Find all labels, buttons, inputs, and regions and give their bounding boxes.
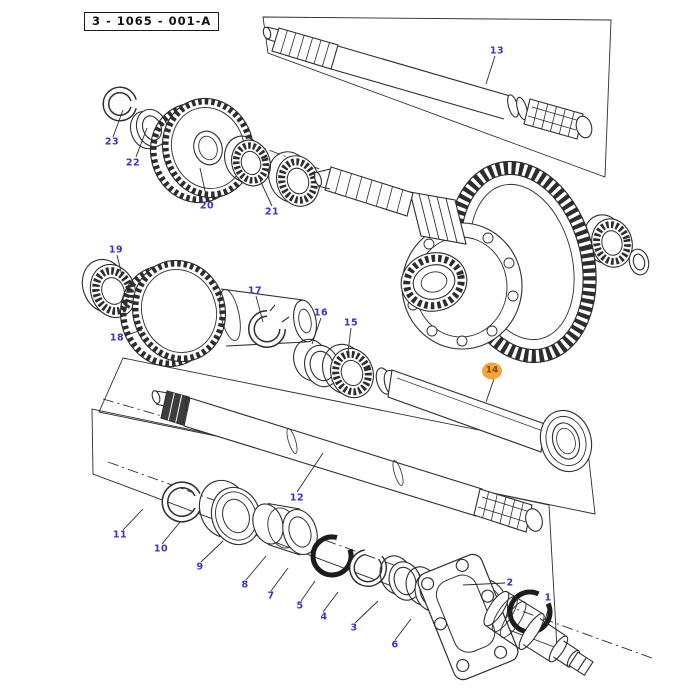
- part-label-6[interactable]: 6: [391, 639, 399, 651]
- drawing-reference-box: 3 - 1065 - 001-A: [84, 12, 220, 31]
- axle-tube-14: [375, 367, 593, 473]
- part-label-14-highlighted[interactable]: 14: [482, 362, 502, 380]
- part-label-16[interactable]: 16: [313, 307, 329, 319]
- part-label-3[interactable]: 3: [350, 622, 358, 634]
- part-label-8[interactable]: 8: [241, 579, 249, 591]
- gasket-plate-2: [417, 553, 519, 681]
- part-label-18[interactable]: 18: [109, 332, 125, 344]
- part-label-17[interactable]: 17: [247, 285, 263, 297]
- part-label-5[interactable]: 5: [296, 600, 304, 612]
- pump-assembly-1: [483, 590, 594, 677]
- part-label-23[interactable]: 23: [104, 136, 120, 148]
- part-label-7[interactable]: 7: [267, 590, 275, 602]
- part-label-19[interactable]: 19: [108, 244, 124, 256]
- part-label-4[interactable]: 4: [320, 611, 328, 623]
- part-label-11[interactable]: 11: [112, 529, 128, 541]
- part-label-13[interactable]: 13: [489, 45, 505, 57]
- part-label-20[interactable]: 20: [199, 200, 215, 212]
- leader-lines: [112, 55, 551, 641]
- part-label-15[interactable]: 15: [343, 317, 359, 329]
- part-label-22[interactable]: 22: [125, 157, 141, 169]
- part-label-2[interactable]: 2: [506, 577, 514, 589]
- differential-assembly: [313, 160, 650, 364]
- part-label-10[interactable]: 10: [153, 543, 169, 555]
- input-shaft-13: [262, 26, 593, 140]
- lower-gear-group: [81, 258, 374, 399]
- part-label-9[interactable]: 9: [196, 561, 204, 573]
- part-label-21[interactable]: 21: [264, 206, 280, 218]
- upper-gear-group: [102, 86, 321, 207]
- part-label-1[interactable]: 1: [544, 592, 552, 604]
- axle-shaft-12: [151, 390, 543, 533]
- part-label-12[interactable]: 12: [289, 492, 305, 504]
